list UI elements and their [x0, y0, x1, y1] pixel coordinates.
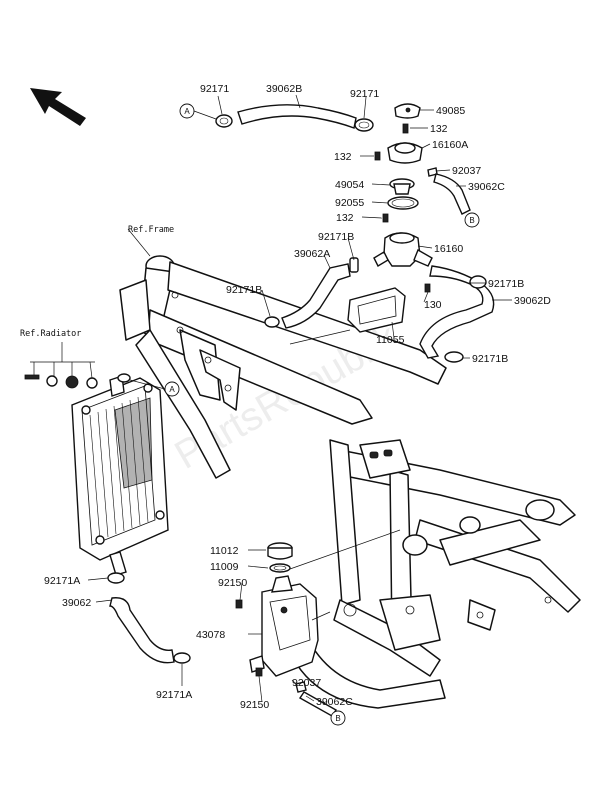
reference-labels: Ref.Frame Ref.Radiator	[20, 225, 174, 339]
thermostat-assembly	[347, 103, 438, 333]
label-92171B-a: 92171B	[318, 231, 354, 243]
clamp-92171-right	[354, 118, 374, 132]
reservoir-cap	[267, 542, 293, 560]
label-39062D: 39062D	[514, 295, 551, 307]
label-43078: 43078	[196, 629, 225, 641]
part-number-labels: 92171 39062B 92171 49085 132 16160A 132 …	[44, 83, 551, 711]
label-39062: 39062	[62, 597, 91, 609]
label-92171-top2: 92171	[350, 88, 379, 100]
label-11009: 11009	[210, 561, 239, 573]
label-92171B-c: 92171B	[488, 278, 524, 290]
connector-a-radiator: A	[129, 379, 180, 397]
hose-39062	[109, 597, 175, 664]
bolt-92150-top	[235, 599, 243, 609]
label-132-c: 132	[336, 212, 354, 224]
label-11012: 11012	[210, 545, 239, 557]
label-92171B-b: 92171B	[226, 284, 262, 296]
hose-39062A	[281, 257, 359, 329]
label-92037-bottom: 92037	[292, 677, 321, 689]
label-39062C-bottom: 39062C	[316, 696, 353, 708]
label-16160: 16160	[434, 243, 463, 255]
radiator-mount-hardware	[24, 342, 98, 389]
clamp-92171A-upper	[107, 572, 125, 584]
hose-39062B	[237, 104, 357, 129]
frame-assembly	[119, 255, 581, 709]
clamp-92037-bottom	[295, 681, 307, 693]
label-92150-a: 92150	[218, 577, 247, 589]
label-16160A: 16160A	[432, 139, 468, 151]
label-132-a: 132	[430, 123, 448, 135]
label-92171B-d: 92171B	[472, 353, 508, 365]
label-39062B: 39062B	[266, 83, 302, 95]
connector-b-hose: B	[464, 212, 480, 228]
clamp-92171B-right	[469, 275, 487, 289]
label-132-b: 132	[334, 151, 352, 163]
leader-lines	[87, 94, 512, 703]
reservoir-gasket	[269, 563, 291, 573]
front-direction-arrow-icon	[30, 88, 86, 126]
radiator	[71, 373, 169, 576]
label-92171-top: 92171	[200, 83, 229, 95]
hose-39062C-top	[433, 173, 471, 215]
label-11055: 11055	[376, 334, 405, 346]
label-92055: 92055	[335, 197, 364, 209]
clamp-92171B-left	[264, 316, 280, 328]
reservoir-tank	[249, 575, 319, 677]
connector-a-top: A	[179, 103, 217, 120]
label-49085: 49085	[436, 105, 465, 117]
label-130: 130	[424, 299, 442, 311]
label-92171A-b: 92171A	[156, 689, 192, 701]
label-92037-top: 92037	[452, 165, 481, 177]
svg-text:A: A	[169, 385, 175, 394]
svg-text:B: B	[469, 216, 474, 225]
ref-frame-label: Ref.Frame	[128, 225, 174, 235]
bolt-92150-bottom	[255, 667, 263, 677]
label-92171A-a: 92171A	[44, 575, 80, 587]
svg-text:A: A	[184, 107, 190, 116]
label-92150-b: 92150	[240, 699, 269, 711]
clamp-92171A-lower	[173, 652, 191, 664]
label-39062A: 39062A	[294, 248, 330, 260]
connector-b-bottom: B	[330, 710, 346, 726]
ref-radiator-label: Ref.Radiator	[20, 329, 81, 339]
svg-text:B: B	[335, 714, 340, 723]
label-39062C-top: 39062C	[468, 181, 505, 193]
label-49054: 49054	[335, 179, 364, 191]
clamp-92171B-lower	[444, 351, 464, 363]
clamp-92171-left	[215, 114, 233, 128]
